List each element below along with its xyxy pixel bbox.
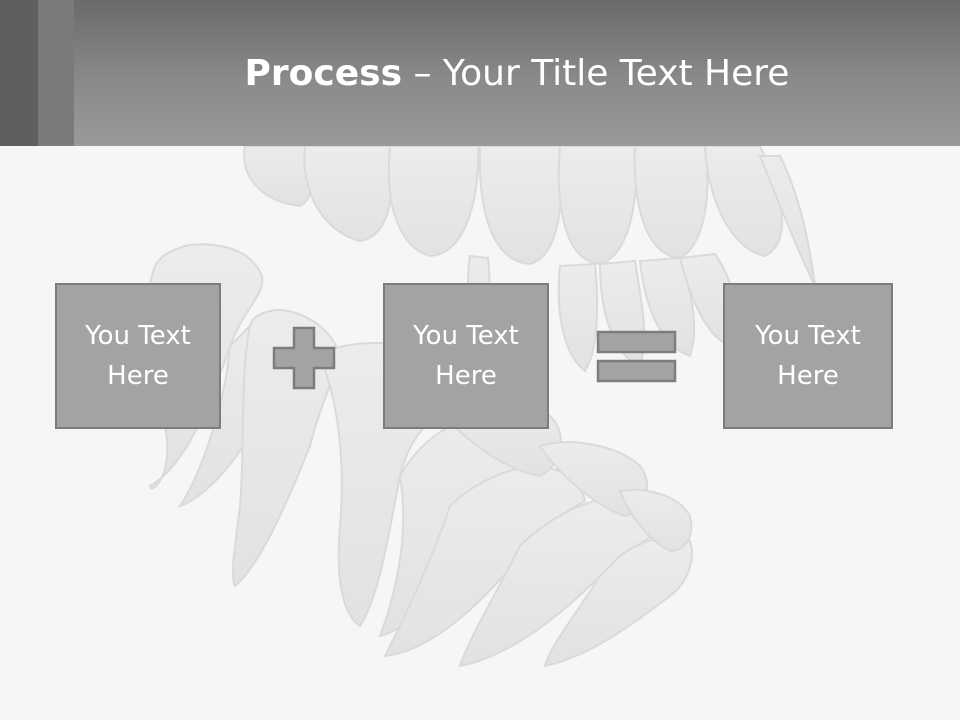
title-bar: Process – Your Title Text Here — [0, 0, 960, 146]
process-box-2: You Text Here — [383, 283, 549, 429]
teeth-illustration — [146, 146, 816, 668]
header-accent-dark — [0, 0, 38, 146]
process-box-2-text: You Text Here — [413, 321, 519, 391]
process-box-3-text: You Text Here — [755, 321, 861, 391]
header-accent-light — [38, 0, 74, 146]
process-box-3: You Text Here — [723, 283, 893, 429]
process-box-1-text: You Text Here — [85, 321, 191, 391]
plus-icon — [272, 326, 336, 390]
title-rest: – Your Title Text Here — [402, 53, 790, 94]
equals-icon — [596, 330, 677, 383]
slide-title: Process – Your Title Text Here — [74, 52, 960, 96]
title-bold: Process — [244, 53, 403, 94]
process-box-1: You Text Here — [55, 283, 221, 429]
